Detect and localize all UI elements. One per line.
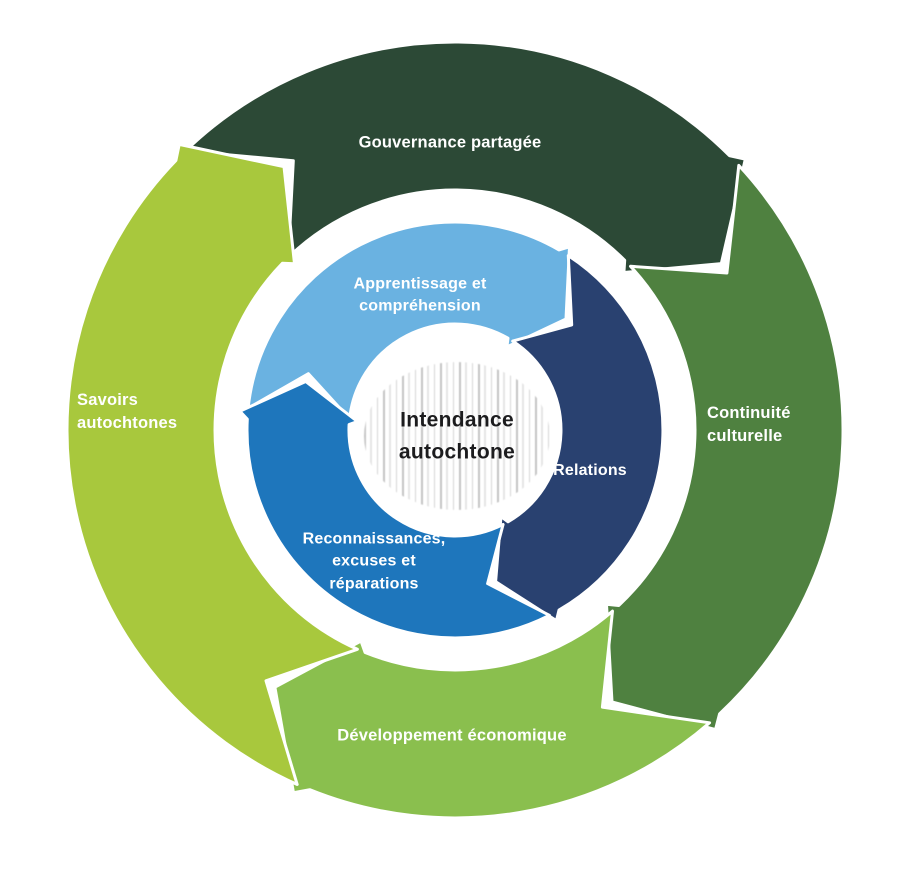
outer-segment-gouvernance-partagee	[184, 40, 747, 274]
center-artifact-stripes	[364, 362, 550, 510]
center-title: Intendance autochtone	[398, 408, 516, 464]
outer-segment-continuite-culturelle	[605, 163, 845, 732]
label-gouvernance-partagee: Gouvernance partagée	[358, 133, 542, 152]
center-circle	[354, 329, 556, 531]
label-developpement-economique: Développement économique	[337, 726, 567, 745]
label-continuite-culturelle: Continuité culturelle	[707, 404, 791, 446]
inner-segment-apprentissage-comprehension	[246, 220, 571, 421]
label-reconnaissances-excuses-reparations: Reconnaissances, excuses et réparations	[302, 530, 446, 593]
outer-segment-developpement-economique	[273, 609, 712, 820]
label-savoirs-autochtones: Savoirs autochtones	[77, 391, 178, 433]
outer-segment-savoirs-autochtones	[65, 142, 359, 786]
label-apprentissage-comprehension: Apprentissage et compréhension	[353, 275, 487, 315]
label-relations: Relations	[553, 461, 627, 479]
inner-segment-reconnaissances-excuses-reparations	[238, 380, 551, 640]
inner-segment-relations	[494, 254, 665, 623]
